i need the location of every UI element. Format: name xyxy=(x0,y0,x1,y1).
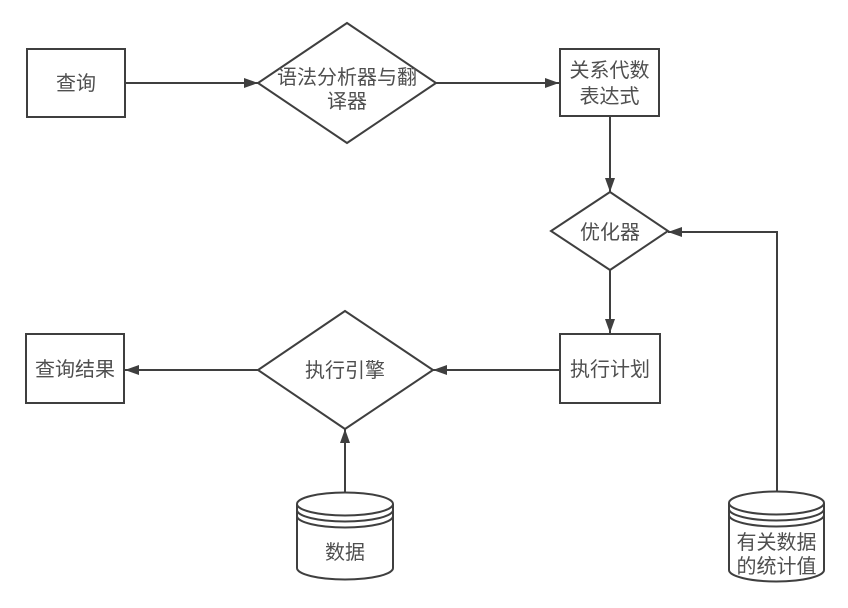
statistics-cylinder xyxy=(728,490,825,583)
data-cylinder xyxy=(296,491,394,581)
edge-statistics-to-optimizer xyxy=(668,227,778,492)
engine-label: 执行引擎 xyxy=(305,358,385,382)
query-label: 查询 xyxy=(56,71,96,95)
optimizer-diamond xyxy=(549,190,670,272)
optimizer-label: 优化器 xyxy=(580,220,640,244)
relational-algebra-label-line1: 关系代数 xyxy=(569,57,650,82)
statistics-label: 有关数据 的统计值 xyxy=(731,530,822,578)
parser-label-line2: 译器 xyxy=(327,89,367,113)
query-result-label: 查询结果 xyxy=(35,356,115,381)
data-cylinder-rings xyxy=(296,503,394,529)
parser-diamond xyxy=(256,21,438,145)
relational-algebra-box: 关系代数 表达式 xyxy=(559,48,660,117)
parser-label-line1: 语法分析器与翻 xyxy=(277,65,417,89)
execution-plan-label: 执行计划 xyxy=(570,356,650,381)
engine-diamond xyxy=(256,309,435,431)
statistics-label-line2: 的统计值 xyxy=(736,554,817,578)
execution-plan-box: 执行计划 xyxy=(559,333,661,404)
statistics-cylinder-rings xyxy=(728,502,825,528)
query-box: 查询 xyxy=(26,48,126,118)
relational-algebra-label-line2: 表达式 xyxy=(579,83,640,108)
parser-label: 语法分析器与翻 译器 xyxy=(267,65,427,113)
data-label: 数据 xyxy=(325,540,365,564)
query-result-box: 查询结果 xyxy=(25,333,125,404)
statistics-label-line1: 有关数据 xyxy=(736,530,817,554)
